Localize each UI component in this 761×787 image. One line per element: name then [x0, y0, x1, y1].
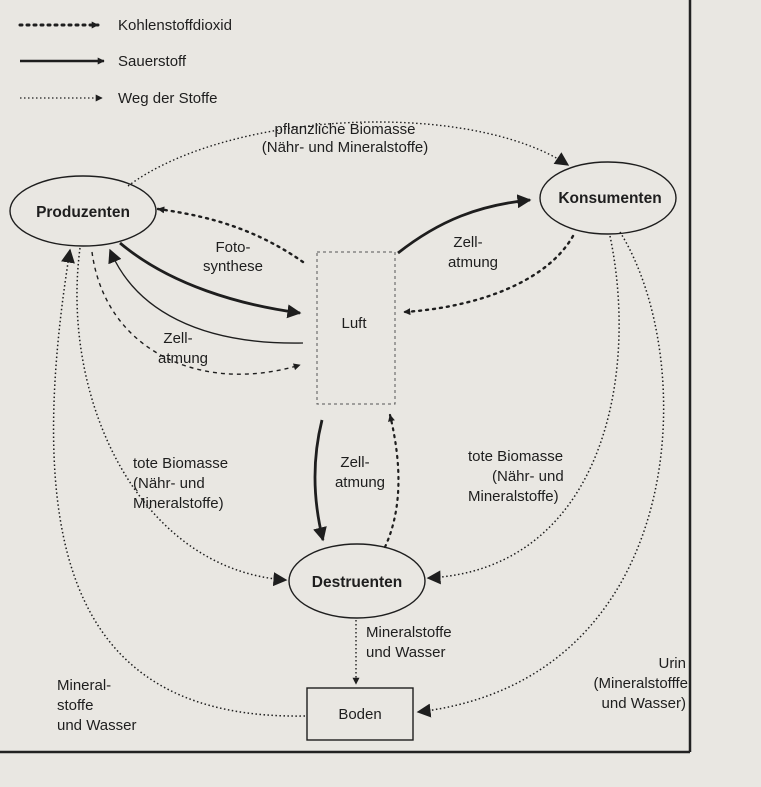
produzenten-label: Produzenten [36, 204, 130, 221]
legend-o2-label: Sauerstoff [118, 53, 187, 70]
arrow-tote-biomasse-left [76, 247, 288, 587]
label-zell-right-2: atmung [448, 254, 498, 271]
arrow-boden-to-produzenten [52, 248, 306, 717]
label-biomass-top-2: (Nähr- und Mineralstoffe) [262, 139, 428, 156]
label-tote-right-3: Mineralstoffe) [468, 488, 559, 505]
label-foto-1: Foto- [215, 239, 250, 256]
label-zell-left-1: Zell- [163, 330, 192, 347]
label-mineral-mid-1: Mineralstoffe [366, 624, 452, 641]
luft-label: Luft [341, 315, 367, 332]
konsumenten-label: Konsumenten [558, 190, 661, 207]
arrows [52, 121, 665, 718]
label-zell-mid-1: Zell- [340, 454, 369, 471]
produzenten-node [9, 175, 157, 247]
label-zell-mid-2: atmung [335, 474, 385, 491]
destruenten-node [288, 543, 426, 619]
label-biomass-top-1: pflanzliche Biomasse [275, 121, 416, 138]
arrow-co2-to-produzenten [156, 206, 305, 264]
label-zell-right-1: Zell- [453, 234, 482, 251]
legend: Kohlenstoffdioxid Sauerstoff Weg der Sto… [18, 17, 232, 107]
label-mineral-left-1: Mineral- [57, 677, 111, 694]
label-mineral-left-3: und Wasser [57, 717, 136, 734]
luft-box [316, 251, 396, 405]
arrow-o2-to-produzenten [108, 248, 304, 344]
arrow-biomass-top [127, 121, 570, 187]
label-urin-2: (Mineralstofffe [594, 675, 689, 692]
arrow-co2-destruenten [383, 413, 400, 549]
label-tote-left-2: (Nähr- und [133, 475, 205, 492]
arrow-labels: pflanzliche Biomasse (Nähr- und Minerals… [57, 121, 688, 734]
label-tote-right-1: tote Biomasse [468, 448, 563, 465]
konsumenten-node [539, 161, 677, 235]
arrow-o2-to-konsumenten [397, 194, 532, 255]
label-urin-3: und Wasser) [602, 695, 686, 712]
legend-co2-label: Kohlenstoffdioxid [118, 17, 232, 34]
label-urin-1: Urin [658, 655, 686, 672]
boden-label: Boden [338, 706, 381, 723]
label-mineral-mid-2: und Wasser [366, 644, 445, 661]
label-tote-left-3: Mineralstoffe) [133, 495, 224, 512]
arrow-tote-biomasse-right [426, 235, 620, 585]
arrow-o2-photosynthesis [119, 241, 302, 319]
label-foto-2: synthese [203, 258, 263, 275]
arrow-o2-to-destruenten [313, 419, 327, 542]
label-mineral-left-2: stoffe [57, 697, 93, 714]
destruenten-label: Destruenten [312, 574, 402, 591]
label-zell-left-2: atmung [158, 350, 208, 367]
arrow-co2-konsumenten [402, 234, 575, 316]
legend-path-label: Weg der Stoffe [118, 90, 218, 107]
arrow-urin [416, 231, 665, 718]
label-tote-right-2: (Nähr- und [492, 468, 564, 485]
arrow-co2-produzenten-zellatmung [91, 251, 301, 375]
label-tote-left-1: tote Biomasse [133, 455, 228, 472]
boden-box [306, 687, 414, 741]
